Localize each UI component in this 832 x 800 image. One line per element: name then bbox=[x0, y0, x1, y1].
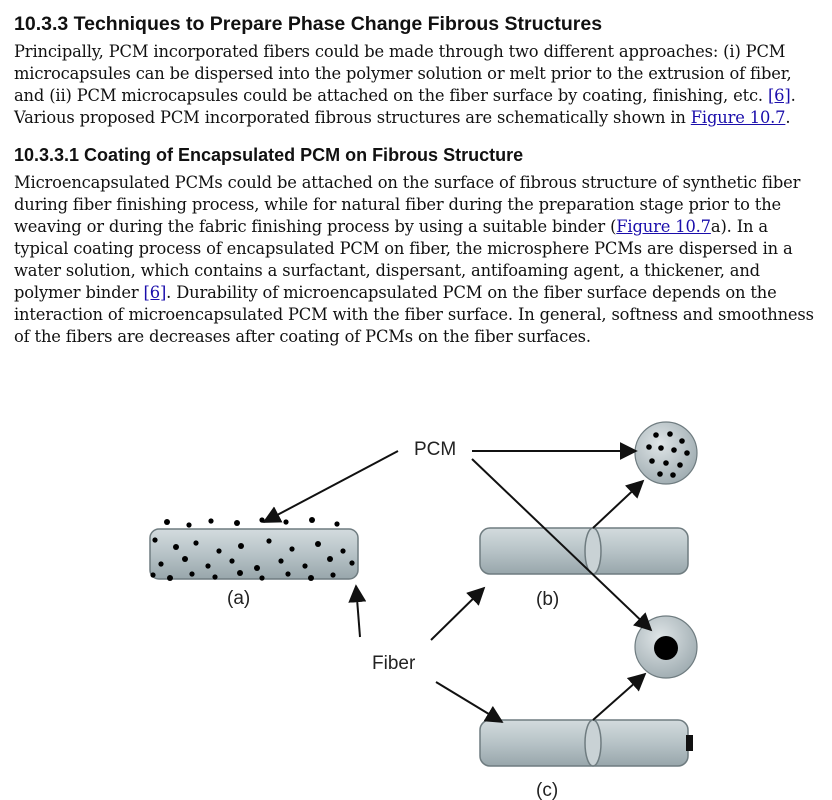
fiber-b-cylinder bbox=[479, 527, 689, 575]
figure-10-7-diagram: PCM Fiber (a) (b) (c) bbox=[0, 420, 832, 800]
arrow-fiber-label-to-b bbox=[430, 586, 486, 641]
microcapsule-dot bbox=[182, 556, 188, 562]
microcapsule-dot bbox=[152, 537, 158, 543]
para2-text-c: . Durability of microencapsulated PCM on… bbox=[14, 283, 814, 346]
para2-text-b: a). In a typical coating process of enca… bbox=[14, 217, 793, 302]
sphere-dot bbox=[653, 432, 659, 438]
sphere-dot bbox=[677, 462, 683, 468]
label-a: (a) bbox=[227, 588, 250, 609]
microcapsule-dot bbox=[283, 519, 289, 525]
label-c: (c) bbox=[536, 780, 558, 800]
microcapsule-dot bbox=[285, 571, 291, 577]
label-b: (b) bbox=[536, 589, 559, 610]
para1-text-c: . bbox=[785, 108, 791, 127]
sphere-microcapsules bbox=[646, 431, 690, 478]
figure-10-7-link[interactable]: Figure 10.7 bbox=[690, 108, 786, 127]
microcapsule-dot bbox=[259, 575, 265, 581]
arrow-pcm-to-core-shell bbox=[471, 458, 653, 632]
microcapsule-dot bbox=[167, 575, 173, 581]
citation-link-6-second[interactable]: [6] bbox=[143, 283, 167, 302]
microcapsule-dot bbox=[254, 565, 260, 571]
paragraph-coating: Microencapsulated PCMs could be attached… bbox=[14, 172, 820, 348]
microcapsule-dot bbox=[164, 519, 170, 525]
arrow-fiber-label-to-a bbox=[348, 584, 367, 638]
sphere-dot bbox=[649, 458, 655, 464]
arrow-b-to-sphere bbox=[592, 479, 645, 529]
microcapsule-dot bbox=[289, 546, 295, 552]
para1-text-a: Principally, PCM incorporated fibers cou… bbox=[14, 42, 792, 105]
sphere-dot bbox=[667, 431, 673, 437]
microcapsule-dot bbox=[158, 561, 164, 567]
fiber-c-cross-section bbox=[584, 719, 602, 767]
sphere-dot bbox=[646, 444, 652, 450]
microcapsule-dot bbox=[229, 558, 235, 564]
microcapsule-dot bbox=[193, 540, 199, 546]
citation-link-6[interactable]: [6] bbox=[767, 86, 791, 105]
microcapsule-dot bbox=[259, 517, 265, 523]
fiber-c-end-cap bbox=[686, 735, 693, 751]
sphere-dot bbox=[684, 450, 690, 456]
microcapsule-dot bbox=[340, 548, 346, 554]
microcapsule-dot bbox=[334, 521, 340, 527]
microcapsule-dot bbox=[234, 520, 240, 526]
arrow-pcm-to-fiber-a bbox=[262, 450, 399, 523]
label-pcm: PCM bbox=[414, 439, 456, 460]
subsection-heading: 10.3.3.1 Coating of Encapsulated PCM on … bbox=[14, 145, 524, 165]
sphere-dot bbox=[663, 460, 669, 466]
microcapsule-dot bbox=[205, 563, 211, 569]
microcapsule-dot bbox=[216, 548, 222, 554]
pcm-core-shell-sphere bbox=[634, 615, 698, 679]
paragraph-techniques: Principally, PCM incorporated fibers cou… bbox=[14, 41, 820, 129]
para1-text-b: . Various proposed PCM incorporated fibr… bbox=[14, 86, 796, 127]
label-fiber: Fiber bbox=[372, 653, 416, 674]
microcapsule-dot bbox=[349, 560, 355, 566]
arrow-c-to-core-shell bbox=[592, 672, 647, 721]
microcapsule-dot bbox=[302, 563, 308, 569]
microcapsule-dot bbox=[308, 575, 314, 581]
sphere-dot bbox=[671, 447, 677, 453]
pcm-fiber-schematic: PCM Fiber (a) (b) (c) bbox=[149, 421, 698, 800]
figure-10-7a-link[interactable]: Figure 10.7 bbox=[616, 217, 711, 236]
microcapsule-dot bbox=[309, 517, 315, 523]
microcapsule-dot bbox=[237, 570, 243, 576]
fiber-c-group bbox=[479, 719, 693, 767]
microcapsule-dot bbox=[315, 541, 321, 547]
sphere-dot bbox=[679, 438, 685, 444]
arrow-fiber-label-to-c bbox=[435, 681, 504, 723]
microcapsule-dot bbox=[150, 572, 156, 578]
fiber-c-cylinder bbox=[479, 719, 689, 767]
pcm-core bbox=[654, 636, 678, 660]
pcm-dispersed-sphere bbox=[634, 421, 698, 485]
microcapsule-dot bbox=[266, 538, 272, 544]
arrows bbox=[262, 442, 653, 723]
microcapsule-dot bbox=[238, 543, 244, 549]
microcapsule-dot bbox=[278, 558, 284, 564]
microcapsule-dot bbox=[208, 518, 214, 524]
microcapsule-dot bbox=[330, 572, 336, 578]
section-heading: 10.3.3 Techniques to Prepare Phase Chang… bbox=[14, 13, 603, 35]
microcapsule-dot bbox=[189, 571, 195, 577]
fiber-b-cross-section bbox=[584, 527, 602, 575]
para2-text-a: Microencapsulated PCMs could be attached… bbox=[14, 173, 801, 236]
microcapsule-dot bbox=[327, 556, 333, 562]
fiber-a-cylinder bbox=[149, 528, 359, 580]
sphere-dot bbox=[670, 472, 676, 478]
fiber-a-microcapsules bbox=[150, 517, 355, 581]
sphere-dot bbox=[658, 445, 664, 451]
fiber-a-group bbox=[149, 517, 359, 581]
sphere-dot bbox=[657, 471, 663, 477]
fiber-b-group bbox=[479, 527, 689, 575]
microcapsule-dot bbox=[173, 544, 179, 550]
microcapsule-dot bbox=[212, 574, 218, 580]
microcapsule-dot bbox=[186, 522, 192, 528]
article-page: 10.3.3 Techniques to Prepare Phase Chang… bbox=[14, 0, 820, 348]
